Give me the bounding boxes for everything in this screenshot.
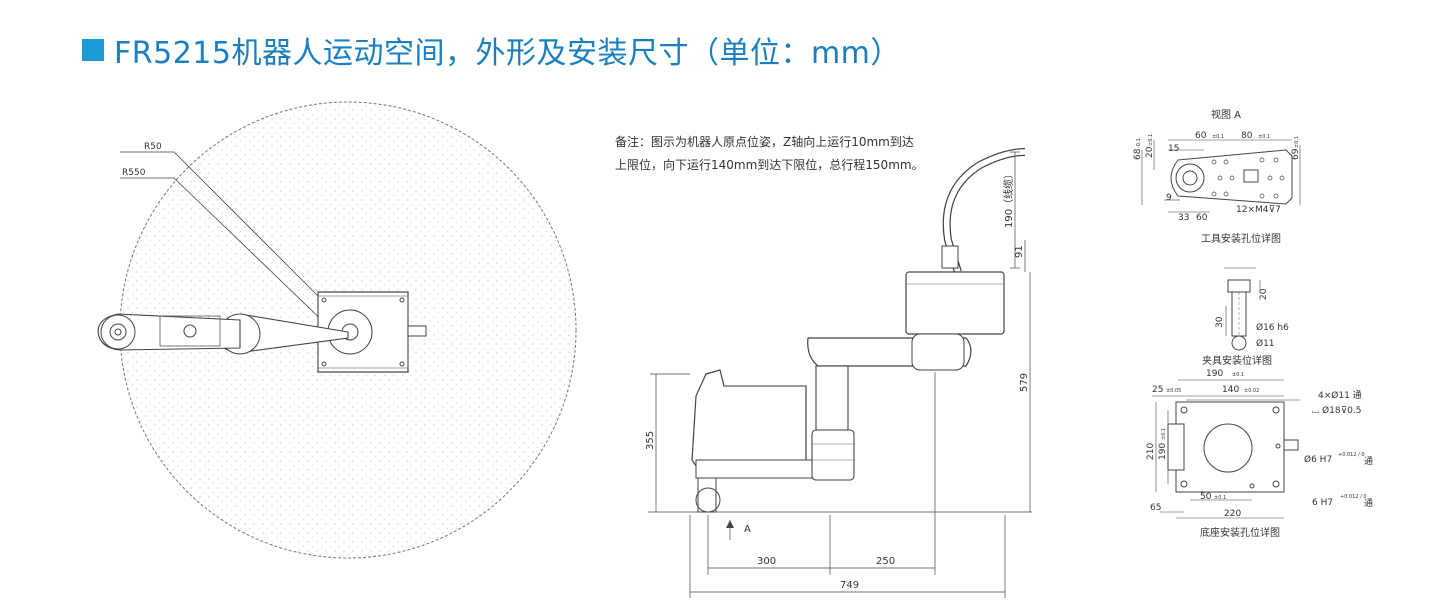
base-dim-50-tol: ±0.1 bbox=[1214, 495, 1226, 501]
view-a-dim-15: 15 bbox=[1168, 144, 1179, 154]
view-a-dim-20-tol: ±0.1 bbox=[1148, 134, 1154, 146]
view-a-dim-60: 60 bbox=[1195, 131, 1207, 141]
base-dim-190v: 190 bbox=[1158, 443, 1168, 460]
page-title: FR5215机器人运动空间，外形及安装尺寸（单位：mm） bbox=[114, 36, 901, 71]
view-a-title: 视图 A bbox=[1211, 108, 1241, 121]
base-pin-1-tol: +0.012 / 0 bbox=[1338, 452, 1365, 458]
r50-label: R50 bbox=[144, 142, 162, 152]
view-a-dim-9: 9 bbox=[1166, 193, 1172, 203]
view-a-detail: 视图 A 60 ±0.1 80 ±0.1 15 68 -0.1 20 ±0.1 … bbox=[1133, 108, 1301, 245]
base-caption: 底座安装孔位详图 bbox=[1200, 526, 1280, 539]
view-a-arrow-label: A bbox=[744, 524, 751, 535]
note-line-1: 备注：图示为机器人原点位姿，Z轴向上运行10mm到达 bbox=[615, 134, 914, 149]
clamp-caption: 夹具安装位详图 bbox=[1202, 354, 1272, 367]
dim-190-cable: 190（线缆） bbox=[1002, 169, 1015, 228]
side-dimension-lines bbox=[650, 151, 1031, 598]
base-detail: 190 ±0.1 25 ±0.05 140 ±0.02 4×Ø11 通 ⌴ Ø1… bbox=[1146, 369, 1373, 539]
title-bullet-square bbox=[82, 39, 104, 61]
base-dim-190-tol: ±0.1 bbox=[1232, 372, 1244, 378]
clamp-dim-30: 30 bbox=[1215, 316, 1225, 328]
view-a-dim-60-tol: ±0.1 bbox=[1212, 134, 1224, 140]
view-a-flange-outline bbox=[1170, 149, 1293, 205]
clamp-phi16: Ø16 h6 bbox=[1256, 322, 1289, 333]
side-column bbox=[815, 365, 849, 431]
base-counterbore: ⌴ Ø18⊽0.5 bbox=[1312, 405, 1362, 416]
clamp-detail: 20 30 Ø16 h6 Ø11 夹具安装位详图 bbox=[1202, 267, 1289, 367]
clamp-phi11: Ø11 bbox=[1256, 338, 1275, 349]
view-a-dim-68: 68 bbox=[1133, 148, 1143, 160]
r50-leader-line bbox=[120, 151, 341, 319]
clamp-dim-20: 20 bbox=[1259, 288, 1269, 300]
base-pin-1-suffix: 通 bbox=[1364, 456, 1373, 467]
base-dim-190v-tol: ±0.1 bbox=[1161, 428, 1167, 440]
base-dim-210: 210 bbox=[1146, 443, 1156, 460]
base-dim-220: 220 bbox=[1224, 509, 1241, 519]
base-pin-2: 6 H7 bbox=[1312, 498, 1333, 508]
view-a-holes: 12×M4⊽7 bbox=[1236, 205, 1281, 215]
dim-250: 250 bbox=[876, 556, 895, 567]
base-dim-65: 65 bbox=[1150, 503, 1161, 513]
side-view: 190（线缆） 91 579 355 300 250 749 A bbox=[645, 148, 1032, 598]
base-dim-25-tol: ±0.05 bbox=[1166, 388, 1181, 394]
dim-300: 300 bbox=[757, 556, 776, 567]
base-dim-140: 140 bbox=[1222, 385, 1239, 395]
dim-749: 749 bbox=[840, 580, 859, 591]
top-view-workspace: R50 R550 bbox=[97, 101, 577, 559]
view-a-dim-20: 20 bbox=[1145, 146, 1155, 158]
dim-579: 579 bbox=[1019, 373, 1030, 392]
base-pin-1: Ø6 H7 bbox=[1304, 454, 1332, 465]
side-base-body bbox=[691, 369, 807, 473]
side-upper-housing bbox=[905, 271, 1005, 335]
base-holes: 4×Ø11 通 bbox=[1318, 390, 1362, 401]
base-pin-2-suffix: 通 bbox=[1364, 498, 1373, 509]
base-plate-outline bbox=[1175, 401, 1285, 493]
view-a-dim-80: 80 bbox=[1241, 131, 1253, 141]
side-quill bbox=[697, 477, 717, 513]
view-a-dim-69-tol: ±0.1 bbox=[1294, 136, 1300, 148]
base-dim-140-tol: ±0.02 bbox=[1244, 388, 1259, 394]
top-cable-outlet bbox=[407, 325, 427, 337]
top-arm-link-2 bbox=[97, 313, 241, 351]
base-dim-50: 50 bbox=[1200, 492, 1212, 502]
view-a-dim-68-tol: -0.1 bbox=[1136, 138, 1142, 148]
dim-91: 91 bbox=[1014, 245, 1025, 258]
note-block: 备注：图示为机器人原点位姿，Z轴向上运行10mm到达 上限位，向下运行140mm… bbox=[615, 134, 924, 172]
view-a-dim-69: 69 bbox=[1291, 148, 1301, 160]
r550-leader-line bbox=[120, 177, 331, 329]
view-a-dim-60b: 60 bbox=[1196, 213, 1208, 223]
view-a-dim-80-tol: ±0.1 bbox=[1258, 134, 1270, 140]
view-a-caption: 工具安装孔位详图 bbox=[1201, 232, 1281, 245]
base-dim-25: 25 bbox=[1152, 385, 1163, 395]
r550-label: R550 bbox=[122, 168, 146, 178]
page-title-row: FR5215机器人运动空间，外形及安装尺寸（单位：mm） bbox=[82, 30, 901, 71]
base-dim-190: 190 bbox=[1206, 369, 1223, 379]
base-pin-2-tol: +0.012 / 0 bbox=[1340, 494, 1367, 500]
view-a-dim-33: 33 bbox=[1178, 213, 1189, 223]
note-line-2: 上限位，向下运行140mm到达下限位，总行程150mm。 bbox=[615, 157, 924, 172]
dim-355: 355 bbox=[645, 431, 656, 450]
